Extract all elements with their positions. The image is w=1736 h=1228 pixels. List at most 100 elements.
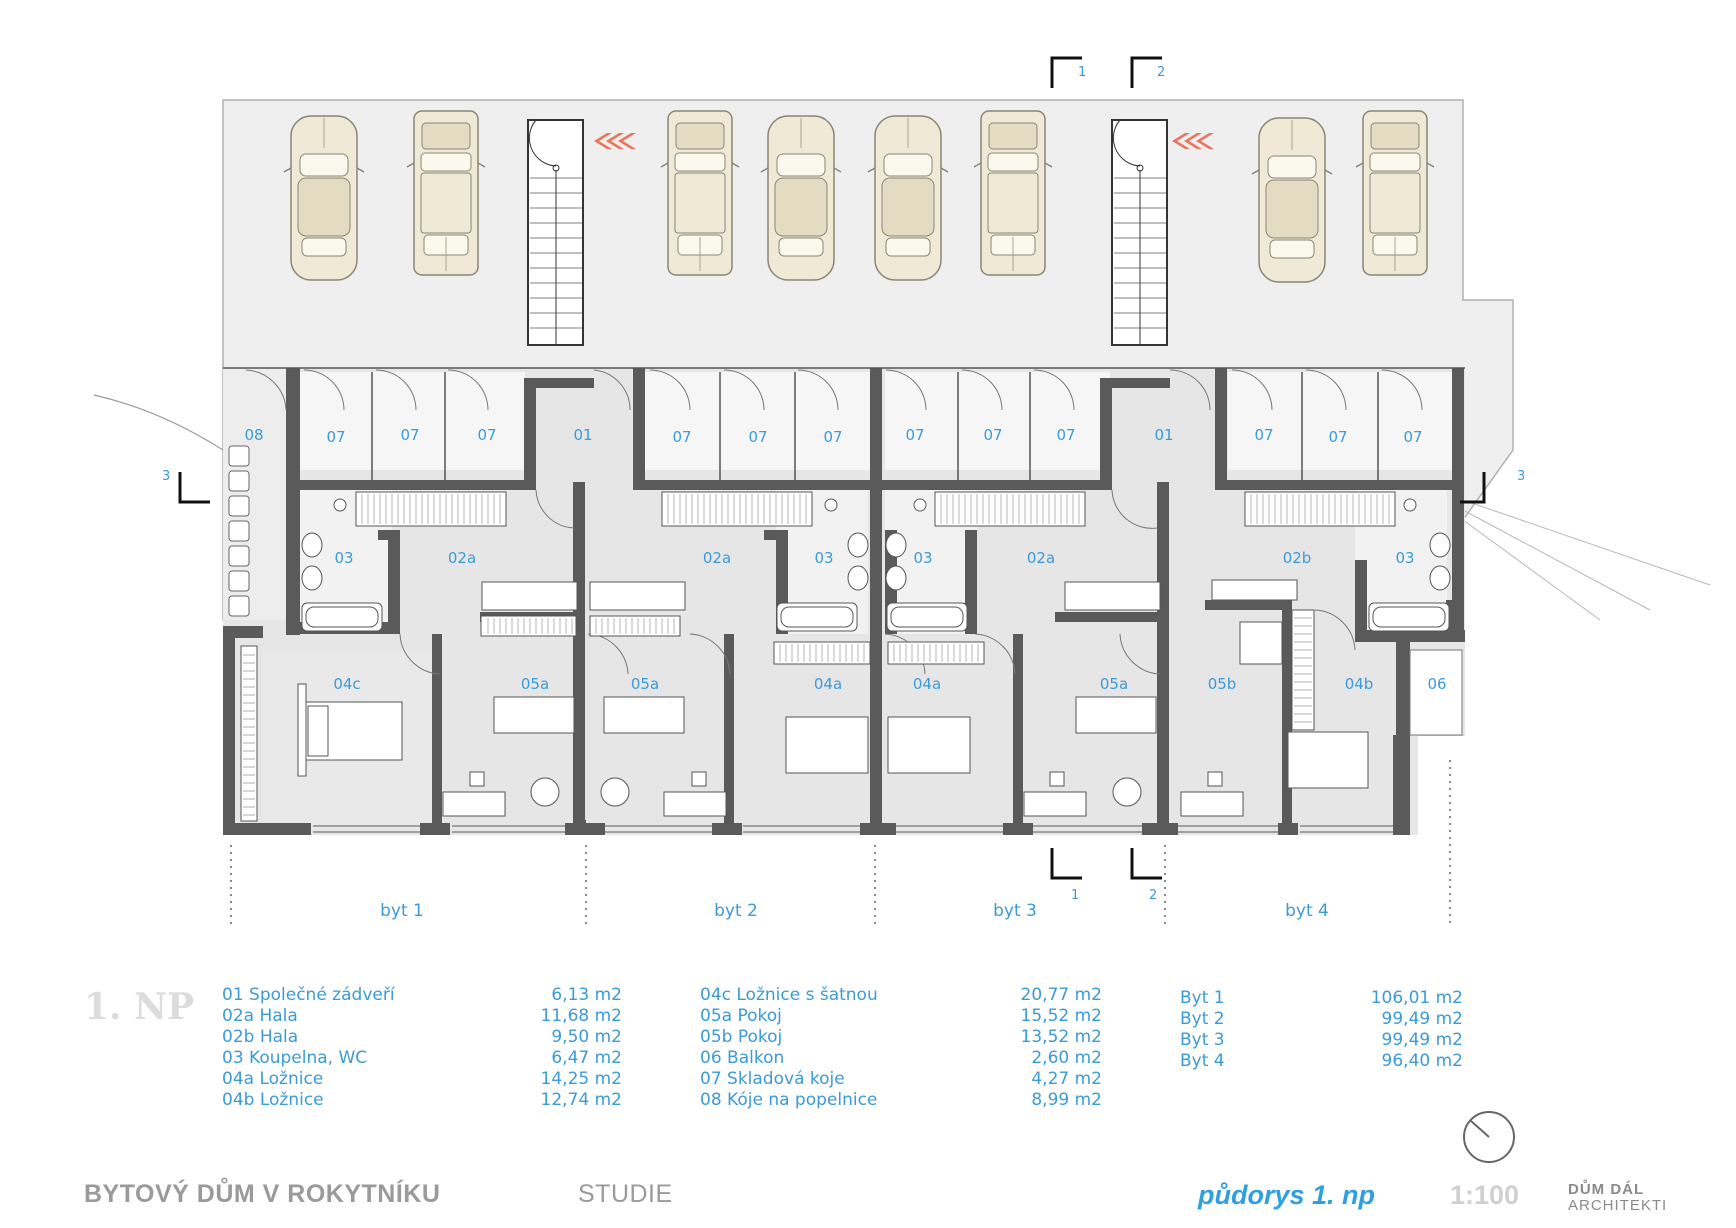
section-label-1-bottom: 1 <box>1071 888 1079 903</box>
legend-room: 02b Hala <box>222 1027 299 1047</box>
entrance-arrow-1 <box>594 133 636 149</box>
legend-area: 6,13 m2 <box>551 985 622 1005</box>
section-label-1-top: 1 <box>1078 65 1086 80</box>
logo-line-1: DŮM DÁL <box>1568 1181 1645 1198</box>
room-label: 03 <box>1395 549 1414 567</box>
room-label: 05b <box>1208 675 1237 693</box>
legend-area: 15,52 m2 <box>1020 1006 1102 1026</box>
logo-line-2: ARCHITEKTI <box>1568 1197 1668 1214</box>
legend-area: 96,40 m2 <box>1381 1051 1463 1071</box>
south-windows <box>313 825 1396 833</box>
room-label: 07 <box>1056 426 1075 444</box>
room-label: 07 <box>823 428 842 446</box>
legend-flat: Byt 2 <box>1180 1009 1225 1029</box>
parked-car-3 <box>660 110 740 276</box>
exterior-stair-1 <box>527 119 584 346</box>
room-label: 07 <box>905 426 924 444</box>
legend-area: 13,52 m2 <box>1020 1027 1102 1047</box>
flat-label-1: byt 1 <box>380 901 424 921</box>
legend-room: 04b Ložnice <box>222 1090 324 1110</box>
legend-room: 05b Pokoj <box>700 1027 783 1047</box>
legend-area: 4,27 m2 <box>1031 1069 1102 1089</box>
flat-label-3: byt 3 <box>993 901 1037 921</box>
section-label-3-left: 3 <box>162 469 170 484</box>
legend-area: 11,68 m2 <box>540 1006 622 1026</box>
room-label: 05a <box>631 675 659 693</box>
room-label: 07 <box>326 428 345 446</box>
legend-room: 08 Kóje na popelnice <box>700 1090 878 1110</box>
bin-storage <box>228 445 250 617</box>
room-label: 05a <box>1100 675 1128 693</box>
flat-label-2: byt 2 <box>714 901 758 921</box>
balcony-06 <box>1409 649 1463 736</box>
room-label: 01 <box>573 426 592 444</box>
legend-area: 9,50 m2 <box>551 1027 622 1047</box>
room-label: 04a <box>913 675 941 693</box>
room-label: 07 <box>477 426 496 444</box>
legend-room: 03 Koupelna, WC <box>222 1048 368 1068</box>
parked-car-6 <box>973 110 1053 276</box>
legend-room: 02a Hala <box>222 1006 298 1026</box>
wardrobe-hatch <box>243 494 1390 816</box>
project-stage: STUDIE <box>578 1180 673 1208</box>
legend-room: 05a Pokoj <box>700 1006 782 1026</box>
legend-row: 05b Pokoj 13,52 m2 <box>700 1027 1102 1048</box>
scale-label: 1:100 <box>1450 1180 1520 1210</box>
room-label: 07 <box>748 428 767 446</box>
flat-label-4: byt 4 <box>1285 901 1329 921</box>
parked-car-5 <box>867 115 949 281</box>
legend-flat: Byt 3 <box>1180 1030 1225 1050</box>
bathroom-fixtures <box>301 498 1451 632</box>
drawing-title: půdorys 1. np <box>1198 1180 1376 1210</box>
legend-room: 04a Ložnice <box>222 1069 324 1089</box>
floor-title: 1. NP <box>84 986 195 1028</box>
wardrobes <box>240 491 1396 822</box>
terrain-line-right <box>1462 499 1711 621</box>
terrain-line-left <box>93 394 224 451</box>
room-label: 05a <box>521 675 549 693</box>
legend-area: 99,49 m2 <box>1381 1009 1463 1029</box>
section-label-3-right: 3 <box>1517 469 1525 484</box>
section-label-2-bottom: 2 <box>1149 888 1157 903</box>
room-legend-column-1: 01 Společné zádveří 6,13 m2 02a Hala 11,68… <box>222 985 622 1111</box>
legend-row: Byt 1 106,01 m2 <box>1180 988 1463 1009</box>
legend-area: 12,74 m2 <box>540 1090 622 1110</box>
room-label: 07 <box>1254 426 1273 444</box>
room-label: 07 <box>983 426 1002 444</box>
legend-flat: Byt 4 <box>1180 1051 1225 1071</box>
room-label: 02a <box>448 549 476 567</box>
legend-area: 8,99 m2 <box>1031 1090 1102 1110</box>
parked-car-8 <box>1355 110 1435 276</box>
legend-row: 08 Kóje na popelnice 8,99 m2 <box>700 1090 1102 1111</box>
legend-area: 106,01 m2 <box>1370 988 1463 1008</box>
room-label: 04a <box>814 675 842 693</box>
legend-area: 20,77 m2 <box>1020 985 1102 1005</box>
legend-row: Byt 4 96,40 m2 <box>1180 1051 1463 1072</box>
room-label: 07 <box>1328 428 1347 446</box>
legend-row: 02a Hala 11,68 m2 <box>222 1006 622 1027</box>
legend-flat: Byt 1 <box>1180 988 1225 1008</box>
entrance-arrow-2 <box>1172 133 1214 149</box>
legend-row: Byt 2 99,49 m2 <box>1180 1009 1463 1030</box>
legend-room: 01 Společné zádveří <box>222 985 395 1005</box>
legend-row: 02b Hala 9,50 m2 <box>222 1027 622 1048</box>
room-label: 08 <box>244 426 263 444</box>
room-label: 04b <box>1345 675 1374 693</box>
room-label: 07 <box>672 428 691 446</box>
furniture <box>297 621 1369 817</box>
section-marks <box>178 56 1486 880</box>
legend-row: 04b Ložnice 12,74 m2 <box>222 1090 622 1111</box>
room-label: 01 <box>1154 426 1173 444</box>
walls <box>223 368 1465 835</box>
office-logo: DŮM DÁL ARCHITEKTI <box>1568 1181 1723 1214</box>
legend-row: 01 Společné zádveří 6,13 m2 <box>222 985 622 1006</box>
room-label: 02a <box>703 549 731 567</box>
